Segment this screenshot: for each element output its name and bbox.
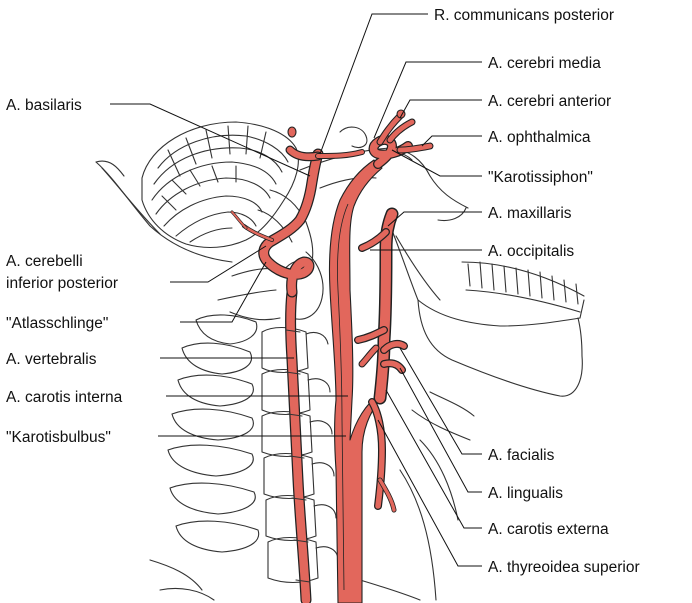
leader-a-maxillaris [388, 212, 482, 226]
label-r-communicans-posterior: R. communicans posterior [434, 7, 614, 24]
cerebellum [142, 122, 313, 262]
label-a-lingualis: A. lingualis [488, 485, 563, 502]
label-a-carotis-externa: A. carotis externa [488, 521, 609, 538]
label-a-cerebelli-line2: inferior posterior [6, 275, 118, 292]
leader-karotissiphon [392, 150, 482, 176]
label-karotissiphon: "Karotissiphon" [488, 169, 593, 186]
label-a-vertebralis: A. vertebralis [6, 351, 97, 368]
a-carotis-interna-vessel [329, 160, 382, 603]
a-ophthalmica-vessel [400, 146, 430, 150]
a-cerebri-vessels [380, 110, 412, 142]
leader-a-carotis-externa [386, 390, 482, 528]
label-a-occipitalis: A. occipitalis [488, 243, 574, 260]
leader-a-lingualis [400, 368, 482, 492]
leader-a-cerebri-anterior [400, 100, 482, 118]
a-carotis-externa-vessel [380, 214, 392, 398]
leader-r-communicans-posterior [320, 14, 428, 154]
label-a-thyreoidea-superior: A. thyreoidea superior [488, 559, 640, 576]
label-a-cerebelli-line1: A. cerebelli [6, 253, 83, 270]
leader-a-thyreoidea-superior [378, 420, 482, 566]
leader-a-cerebelli [170, 246, 266, 282]
label-a-cerebri-anterior: A. cerebri anterior [488, 93, 611, 110]
a-thyreoidea-superior-vessel [372, 402, 394, 510]
leader-a-facialis [400, 348, 482, 454]
label-karotisbulbus: "Karotisbulbus" [6, 429, 111, 446]
label-a-ophthalmica: A. ophthalmica [488, 129, 591, 146]
leader-atlasschlinge [180, 262, 266, 322]
label-a-facialis: A. facialis [488, 447, 555, 464]
label-a-cerebri-media: A. cerebri media [488, 55, 601, 72]
label-a-carotis-interna: A. carotis interna [6, 389, 123, 406]
label-atlasschlinge: "Atlasschlinge" [6, 315, 108, 332]
label-a-basilaris: A. basilaris [6, 97, 82, 114]
label-a-maxillaris: A. maxillaris [488, 205, 572, 222]
